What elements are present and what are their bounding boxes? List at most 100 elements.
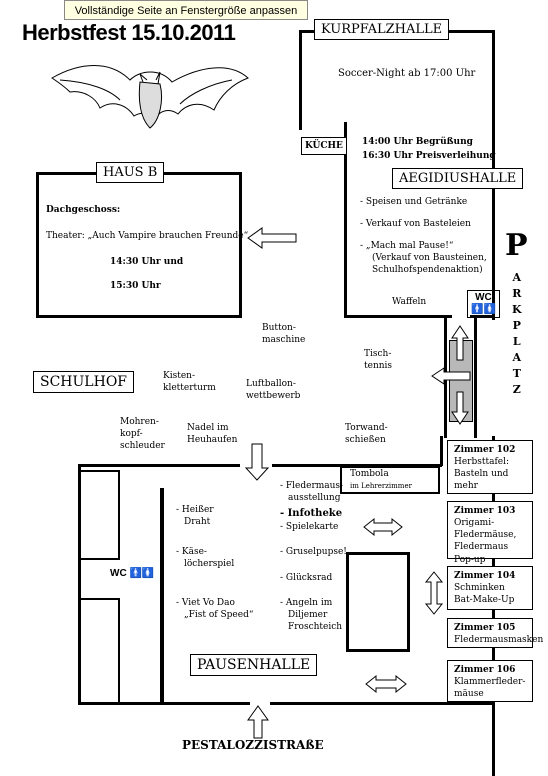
wc-label: WC	[475, 292, 492, 303]
arrow-both-103-icon	[363, 517, 403, 537]
room-106-line-1: Klammerfleder-	[454, 677, 526, 688]
haus-b-theater: Theater: „Auch Vampire brauchen Freunde“	[46, 231, 249, 241]
mohren-text: Mohren-	[120, 417, 159, 427]
button-maschine: Button-	[262, 323, 296, 333]
arrow-up-street-icon	[247, 705, 269, 739]
waffeln-text: Waffeln	[392, 297, 427, 307]
street-label: PESTALOZZISTRAßE	[182, 738, 324, 752]
aegidius-item-4: (Verkauf von Bausteinen,	[372, 253, 487, 263]
gluecksrad-text: - Glücksrad	[280, 573, 333, 583]
button-maschine-2: maschine	[262, 335, 306, 346]
kisten-text-2: kletterturm	[163, 383, 216, 394]
wc-sign-aegidius: WC 🚹🚺	[467, 290, 500, 318]
room-103-line-3: Fledermaus Pop-up	[454, 542, 509, 565]
aegidius-item-2: - Verkauf von Basteleien	[360, 219, 471, 229]
room-105: Zimmer 105 Fledermausmasken	[447, 618, 544, 648]
nadel-text: Nadel im	[187, 423, 229, 433]
infotheke-text: - Infotheke	[280, 508, 343, 519]
tischtennis-text: Tisch-	[364, 349, 392, 359]
room-105-line-1: Fledermausmasken	[454, 635, 544, 646]
wc-figures-icon: 🚹🚺	[129, 568, 155, 579]
tischtennis-text-2: tennis	[364, 361, 393, 372]
kueche-label: KÜCHE	[301, 137, 347, 156]
nadel-text-2: Heuhaufen	[187, 435, 238, 446]
soccer-night-text: Soccer-Night ab 17:00 Uhr	[338, 68, 476, 79]
pausenhalle-label: PAUSENHALLE	[190, 654, 318, 676]
pause-left-1: - Heißer	[176, 505, 214, 515]
tombola-title: Tombola	[350, 469, 389, 479]
mohren-text-2: kopf-	[120, 429, 143, 440]
program-line-1: 14:00 Uhr Begrüßung	[362, 137, 473, 147]
haus-b-label: HAUS B	[96, 162, 165, 183]
room-103-title: Zimmer 103	[454, 506, 516, 516]
aegidius-item-5: Schulhofspendenaktion)	[372, 265, 483, 275]
left-pillar	[160, 488, 164, 702]
haus-b-time-2: 15:30 Uhr	[110, 281, 161, 291]
room-104-line-2: Bat-Make-Up	[454, 595, 515, 606]
aegidiushalle-label: AEGIDIUSHALLE	[392, 168, 524, 189]
arrow-both-106-icon	[365, 674, 407, 694]
pause-left-5: - Viet Vo Dao	[176, 598, 235, 608]
arrow-down-pausenhalle-icon	[244, 443, 270, 481]
tombola-room	[340, 466, 440, 494]
pause-left-3: - Käse-	[176, 547, 207, 557]
fledermaus-text: - Fledermaus-	[280, 481, 344, 491]
haus-b-floor: Dachgeschoss:	[46, 205, 121, 215]
room-106-title: Zimmer 106	[454, 665, 516, 675]
wc-sign-pausenhalle: WC 🚹🚺	[110, 568, 154, 579]
haus-b-time-1: 14:30 Uhr und	[110, 257, 184, 267]
torwand-text: Torwand-	[345, 423, 388, 433]
kisten-text: Kisten-	[163, 371, 196, 381]
room-106-line-2: mäuse	[454, 689, 484, 700]
kurpfalzhalle-label: KURPFALZHALLE	[314, 19, 450, 40]
parkplatz-p: P	[505, 228, 528, 263]
page-title: Herbstfest 15.10.2011	[22, 20, 236, 45]
parkplatz-letter: Z	[512, 383, 521, 396]
room-104: Zimmer 104 Schminken Bat-Make-Up	[447, 566, 533, 610]
inner-room-left-top	[78, 470, 120, 560]
arrow-to-haus-b-icon	[247, 227, 297, 249]
torwand-text-2: schießen	[345, 435, 386, 446]
luftballon-text: Luftballon-	[246, 379, 296, 389]
corridor-gray	[449, 340, 473, 422]
room-103: Zimmer 103 Origami- Fledermäuse, Flederm…	[447, 501, 533, 565]
parkplatz-letter: T	[512, 367, 521, 380]
tombola-sub: im Lehrerzimmer	[350, 482, 412, 490]
room-106: Zimmer 106 Klammerfleder- mäuse	[447, 660, 533, 702]
room-103-line-2: Fledermäuse,	[454, 530, 517, 541]
grusel-text: - Gruselpupse!	[280, 547, 347, 557]
room-104-line-1: Schminken	[454, 583, 505, 594]
spielekarte-text: - Spielekarte	[280, 522, 339, 532]
pause-left-2: Draht	[184, 517, 211, 528]
room-104-title: Zimmer 104	[454, 571, 516, 581]
haus-b-building	[36, 172, 242, 318]
inner-center-room	[346, 552, 410, 652]
room-103-line-1: Origami-	[454, 518, 495, 529]
angeln-text: - Angeln im	[280, 598, 333, 608]
luftballon-text-2: wettbewerb	[246, 391, 301, 402]
pause-left-4: löcherspiel	[184, 559, 235, 570]
fledermaus-text-2: ausstellung	[288, 493, 341, 504]
parkplatz-letters: A R K P L A T Z	[512, 270, 522, 398]
room-102-line-2: Basteln und mehr	[454, 469, 509, 492]
mohren-text-3: schleuder	[120, 441, 165, 452]
angeln-text-2: Diljemer	[288, 610, 328, 621]
parkplatz-letter: A	[512, 351, 522, 364]
inner-room-left-bottom	[78, 598, 120, 704]
angeln-text-3: Froschteich	[288, 622, 343, 633]
wc-label: WC	[110, 568, 127, 579]
parkplatz-letter: A	[512, 271, 522, 284]
room-102-title: Zimmer 102	[454, 445, 516, 455]
parkplatz-letter: P	[512, 319, 521, 332]
parkplatz-letter: R	[512, 287, 522, 300]
room-102: Zimmer 102 Herbsttafel: Basteln und mehr	[447, 440, 533, 494]
fit-page-banner[interactable]: Vollständige Seite an Fenstergröße anpas…	[64, 0, 308, 20]
wc-figures-icon: 🚹🚺	[471, 304, 496, 315]
aegidius-item-3: - „Mach mal Pause!“	[360, 241, 454, 251]
pause-left-6: „Fist of Speed“	[184, 610, 254, 621]
schulhof-label: SCHULHOF	[33, 371, 135, 393]
room-105-title: Zimmer 105	[454, 623, 516, 633]
program-line-2: 16:30 Uhr Preisverleihung	[362, 151, 496, 161]
room-102-line-1: Herbsttafel:	[454, 457, 510, 468]
arrow-both-104-icon	[424, 571, 444, 615]
